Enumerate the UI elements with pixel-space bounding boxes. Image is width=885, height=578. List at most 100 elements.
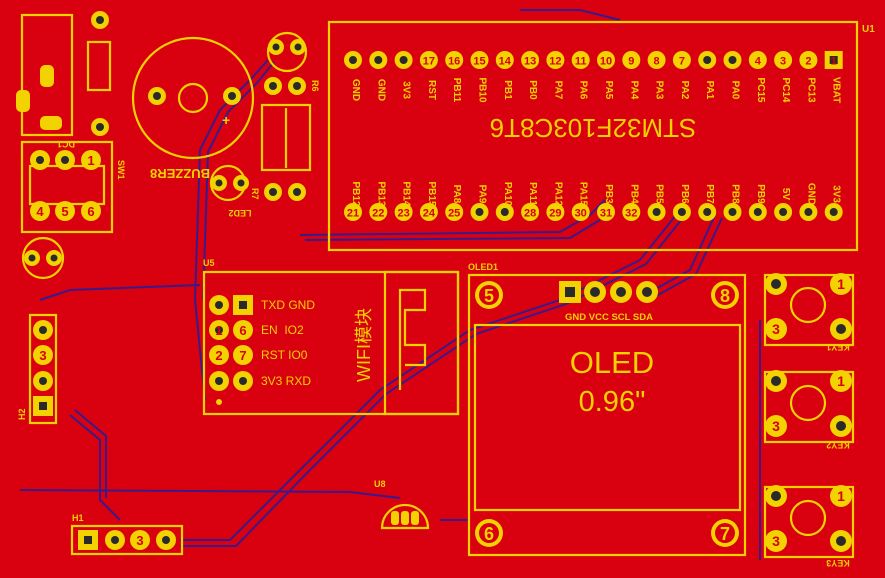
u8-ref: U8 <box>374 479 386 489</box>
u1-top-pad-5 <box>470 51 489 69</box>
u1-bottom-pin-label-19: 3V3 <box>831 185 842 203</box>
oled-corner-8: 8 <box>720 286 730 306</box>
oled-corner-6: 6 <box>484 524 494 544</box>
u1-bottom-pin-label-18: GND <box>805 183 816 205</box>
u1-bottom-pin-label-8: PA12 <box>552 182 563 207</box>
u1-bottom-pin-number-3: 24 <box>423 208 436 220</box>
u1-bottom-pin-number-4: 25 <box>448 208 460 220</box>
u1-bottom-pin-number-2: 23 <box>397 208 409 220</box>
u1-bottom-pin-number-0: 21 <box>347 208 359 220</box>
u1-bottom-pin-label-13: PB6 <box>679 184 690 204</box>
u1-top-pin-number-5: 15 <box>473 56 485 68</box>
u1-top-pin-label-3: RST <box>426 80 437 100</box>
u1-top-pin-label-10: PA5 <box>603 81 614 100</box>
wifi-ref: U5 <box>203 258 215 268</box>
u1-bottom-pad-9 <box>571 203 590 221</box>
u1-top-pad-7 <box>521 51 540 69</box>
key2-pin-3: 3 <box>772 418 780 434</box>
u1-bottom-pad-2 <box>394 203 413 221</box>
oled-outline <box>467 273 747 557</box>
u1-top-pin-number-6: 14 <box>499 56 512 68</box>
u1-bottom-pin-number-11: 32 <box>625 208 637 220</box>
u1-bottom-pin-number-1: 22 <box>372 208 384 220</box>
u1-top-pin-number-10: 10 <box>600 56 612 68</box>
oled-title: OLED <box>570 345 654 380</box>
u1-bottom-pin-number-10: 31 <box>600 208 612 220</box>
u1-bottom-pad-7 <box>521 203 540 221</box>
u1-bottom-pin-label-11: PB4 <box>628 184 639 204</box>
u1-top-pin-label-17: PC14 <box>780 77 791 102</box>
dc1-ref: DC1 <box>57 139 75 149</box>
u1-top-pin-label-4: PB11 <box>451 78 462 103</box>
u1-top-pad-18 <box>799 51 818 69</box>
u1-bottom-pin-label-6: PA10 <box>502 182 513 207</box>
sw1-pin-4: 4 <box>36 204 44 219</box>
oled-corner-5: 5 <box>484 286 494 306</box>
sw1-pin-1: 1 <box>87 153 94 168</box>
sw1-pin-6: 6 <box>87 204 94 219</box>
u1-top-pin-number-7: 13 <box>524 56 536 68</box>
u1-top-pin-label-7: PB0 <box>527 80 538 100</box>
u1-bottom-pad-11 <box>622 203 641 221</box>
buzzer-ref: BUZZER8 <box>150 166 210 181</box>
key1-ref: KEY1 <box>826 342 850 352</box>
u1-top-pin-number-17: 3 <box>780 56 786 68</box>
wifi-pad-1: 1 <box>215 323 222 338</box>
u1-top-pin-number-8: 12 <box>549 56 561 68</box>
sw1-pin-5: 5 <box>61 204 68 219</box>
sw1-ref: SW1 <box>116 160 126 180</box>
wifi-pad-2: 2 <box>215 348 222 363</box>
u1-top-pin-label-5: PB10 <box>477 77 488 102</box>
u1-top-pin-label-6: PB1 <box>502 80 513 100</box>
u1-top-pin-number-18: 2 <box>805 56 811 68</box>
u1-top-pin-number-11: 9 <box>628 56 634 68</box>
u1-outline <box>327 20 859 252</box>
u1-top-pad-12 <box>647 51 666 69</box>
u1-bottom-pin-label-0: PB12 <box>350 181 361 206</box>
u1-top-pin-number-3: 17 <box>423 56 435 68</box>
h2-pin-3: 3 <box>39 348 46 363</box>
u1-bottom-pin-number-8: 29 <box>549 208 561 220</box>
misc-pads <box>16 11 852 552</box>
wifi-module-label: WIFI模块 <box>354 308 374 382</box>
u1-top-pad-17 <box>774 51 793 69</box>
wifi-row-3: RST IO0 <box>261 348 308 362</box>
u1-top-pin-label-8: PA7 <box>552 81 563 100</box>
u1-top-pad-6 <box>495 51 514 69</box>
u1-bottom-pin-label-5: PA9 <box>477 185 488 204</box>
u1-top-pin-label-1: GND <box>375 79 386 101</box>
u1-top-pin-label-19: VBAT <box>831 77 842 103</box>
u1-top-pin-label-18: PC13 <box>805 77 816 102</box>
u1-bottom-pin-label-16: PB9 <box>755 184 766 204</box>
wifi-row-4: 3V3 RXD <box>261 374 311 388</box>
u1-bottom-pin-label-17: 5V <box>780 188 791 201</box>
u1-top-pad-13 <box>672 51 691 69</box>
key1-pin-1: 1 <box>837 276 845 292</box>
u1-bottom-pad-10 <box>597 203 615 221</box>
u1-top-pin-number-4: 16 <box>448 56 460 68</box>
u1-bottom-pin-label-10: PB3 <box>603 184 614 204</box>
buzzer-plus: + <box>222 112 230 128</box>
u1-bottom-pin-label-14: PB7 <box>704 184 715 204</box>
u1-bottom-pin-number-7: 28 <box>524 208 536 220</box>
wifi-row-1: TXD GND <box>261 298 315 312</box>
u1-bottom-pad-3 <box>419 203 438 221</box>
led2-ref: LED2 <box>228 208 251 218</box>
u1-top-pin-label-2: 3V3 <box>401 81 412 99</box>
u1-bottom-pad-1 <box>369 203 388 221</box>
u1-top-pad-11 <box>622 51 641 69</box>
u1-bottom-pad-4 <box>445 203 464 221</box>
u1-bottom-pin-label-3: PB15 <box>426 181 437 206</box>
u1-top-pin-label-15: PA0 <box>730 81 741 100</box>
u1-top-pin-label-0: GND <box>350 79 361 101</box>
u1-top-pin-number-19: 1 <box>831 56 837 68</box>
u1-top-pin-number-9: 11 <box>575 56 587 68</box>
h2-ref: H2 <box>17 408 27 420</box>
oled-ref: OLED1 <box>468 262 498 272</box>
u1-top-pin-label-13: PA2 <box>679 81 690 100</box>
u1-top-pad-16 <box>748 51 767 69</box>
u1-bottom-pin-label-12: PB5 <box>654 184 665 204</box>
u1-bottom-pin-label-4: PA8 <box>451 185 462 204</box>
u1-bottom-pin-label-7: PA11 <box>527 182 538 206</box>
